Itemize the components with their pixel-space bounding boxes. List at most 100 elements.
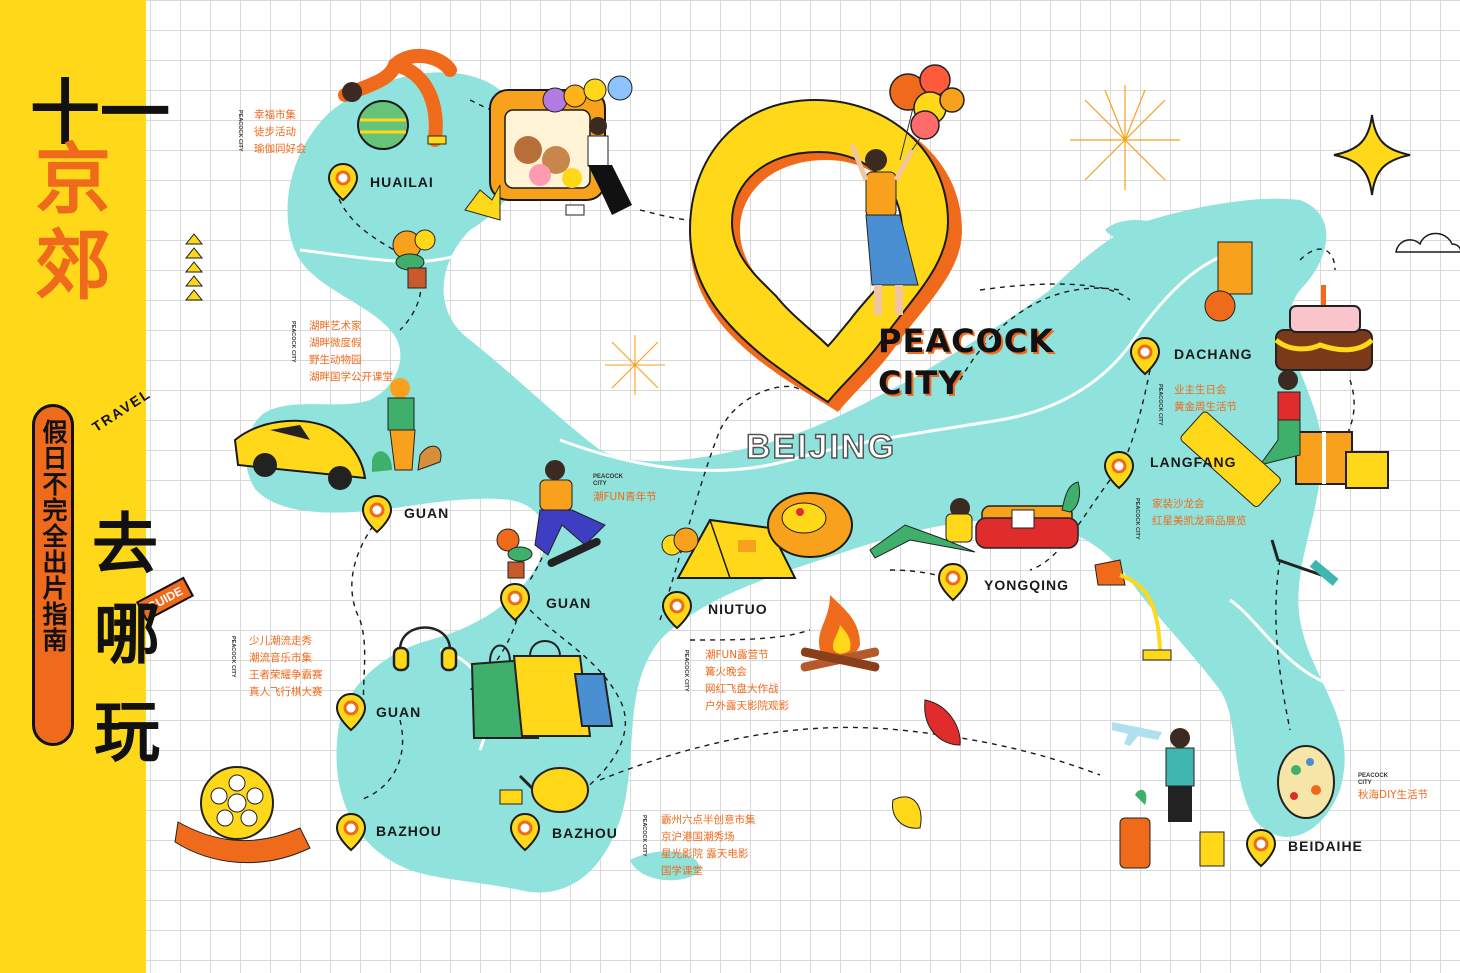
paint-roller-icon (1180, 411, 1339, 586)
cloud-icon (1395, 232, 1460, 253)
tag-label: PEACOCK CITY (683, 650, 689, 692)
title-line-2: 京 (35, 135, 111, 224)
activity-list-langfang: 家装沙龙会 红星美凯龙商品展览 (1152, 496, 1247, 530)
city-name: BEIJING (745, 427, 897, 467)
yoga-person-figure (338, 48, 457, 150)
activity-item: 潮FUN露营节 (705, 649, 769, 661)
activity-item: 湖畔国学公开课堂 (309, 371, 393, 383)
place-label-dachang: DACHANG (1174, 346, 1253, 362)
activity-item: 潮FUN青年节 (593, 491, 657, 503)
location-pin-icon (361, 494, 393, 534)
tag-label: PEACOCK CITY (1358, 773, 1389, 786)
location-pin-icon (1245, 828, 1277, 868)
activity-list-guan: 湖畔艺术家 湖畔微度假 野生动物园 湖畔国学公开课堂 (309, 318, 393, 386)
activity-item: 国学课堂 (661, 865, 703, 877)
sparkle-star-icon (1333, 114, 1411, 196)
tent-icon (661, 518, 797, 579)
airplane-icon (1112, 722, 1162, 746)
gift-icon (1295, 431, 1389, 489)
potted-plant-icon (496, 528, 533, 579)
activity-list-dachang: 业主生日会 黄金周生活节 (1174, 382, 1237, 416)
floor-lamp-icon (1094, 559, 1172, 661)
activity-list-beidaihe: 秋海DIY生活节 (1358, 787, 1428, 804)
place-label-bazhou: BAZHOU (376, 823, 442, 839)
activity-item: 瑜伽同好会 (254, 143, 307, 155)
activity-item: 真人飞行棋大赛 (249, 686, 323, 698)
place-label-guan: GUAN (376, 704, 422, 720)
qu-line-2: 哪 (94, 596, 160, 673)
reading-person-figure (869, 498, 976, 559)
film-reel-icon (174, 766, 311, 864)
juice-cup-icon (1204, 241, 1253, 322)
location-pin-icon (327, 162, 359, 202)
sofa-icon (975, 481, 1081, 549)
activity-item: 王者荣耀争霸赛 (249, 669, 323, 681)
activity-item: 家装沙龙会 (1152, 498, 1205, 510)
place-label-yongqing: YONGQING (984, 577, 1070, 593)
leaf-icon (924, 699, 961, 746)
place-label-huailai: HUAILAI (370, 174, 434, 190)
leaf-icon (891, 796, 922, 829)
qu-line-1: 去 (92, 506, 158, 583)
activity-item: 户外露天影院观影 (705, 700, 789, 712)
activity-item: 秋海DIY生活节 (1358, 789, 1429, 801)
activity-list-guan: 少儿潮流走秀 潮流音乐市集 王者荣耀争霸赛 真人飞行棋大赛 (249, 633, 323, 701)
brand-line-2: CITY (878, 364, 963, 402)
frisbee-icon (767, 492, 853, 558)
jumping-woman-figure (1258, 370, 1301, 466)
subtitle: 假日不完全出片指南 (39, 419, 68, 653)
location-pin-icon (1129, 336, 1161, 376)
activity-list-niutuo: 潮FUN露营节 篝火晚会 网红飞盘大作战 户外露天影院观影 (705, 647, 789, 715)
location-pin-icon (499, 582, 531, 622)
firework-icon (605, 335, 665, 395)
activity-item: 少儿潮流走秀 (249, 635, 312, 647)
location-pin-icon (335, 692, 367, 732)
location-pin-icon (937, 562, 969, 602)
tag-label: PEACOCK CITY (290, 321, 296, 363)
easter-egg-icon (1277, 745, 1335, 819)
firework-icon (1070, 85, 1180, 190)
activity-item: 网红飞盘大作战 (705, 683, 779, 695)
activity-item: 徒步活动 (254, 126, 296, 138)
region-shape (1105, 220, 1170, 242)
location-pin-icon (661, 590, 693, 630)
region-shape (630, 851, 700, 881)
activity-item: 湖畔艺术家 (309, 320, 362, 332)
subtitle-pill: 假日不完全出片指南 (32, 404, 74, 746)
skateboarder-figure (534, 460, 606, 567)
cake-icon (1274, 285, 1374, 371)
tag-label: PEACOCK CITY (1134, 498, 1140, 540)
campfire-icon (800, 595, 880, 672)
activity-item: 幸福市集 (254, 109, 296, 121)
activity-item: 野生动物园 (309, 354, 362, 366)
place-label-guan: GUAN (404, 505, 450, 521)
activity-item: 潮流音乐市集 (249, 652, 312, 664)
tag-label: PEACOCK CITY (237, 110, 243, 152)
tag-label: PEACOCK CITY (230, 636, 236, 678)
teapot-icon (499, 767, 589, 813)
qu-line-3: 玩 (94, 694, 160, 771)
tag-label: PEACOCK CITY (641, 815, 647, 857)
activity-item: 星光影院 露天电影 (661, 848, 749, 860)
place-label-beidaihe: BEIDAIHE (1288, 838, 1363, 854)
car-icon (233, 419, 367, 490)
car-trunk-illustration (464, 75, 633, 221)
place-label-langfang: LANGFANG (1150, 454, 1237, 470)
activity-list-huailai: 幸福市集 徒步活动 瑜伽同好会 (254, 107, 307, 158)
tag-label: PEACOCK CITY (1157, 384, 1163, 426)
title-line-3: 郊 (35, 221, 111, 310)
traveler-figure (1119, 728, 1225, 869)
activity-item: 湖畔微度假 (309, 337, 362, 349)
place-label-niutuo: NIUTUO (708, 601, 768, 617)
activity-item: 京沪港国潮秀场 (661, 831, 735, 843)
location-pin-icon (335, 812, 367, 852)
activity-item: 红星美凯龙商品展览 (1152, 515, 1247, 527)
triangle-arrows-icon (184, 233, 204, 301)
activity-item: 业主生日会 (1174, 384, 1227, 396)
activity-list-bazhou: 霸州六点半创意市集 京沪港国潮秀场 星光影院 露天电影 国学课堂 (661, 812, 756, 880)
girl-with-balloons-figure (565, 117, 632, 216)
headphones-icon (392, 626, 458, 672)
girl-figure (849, 144, 919, 315)
